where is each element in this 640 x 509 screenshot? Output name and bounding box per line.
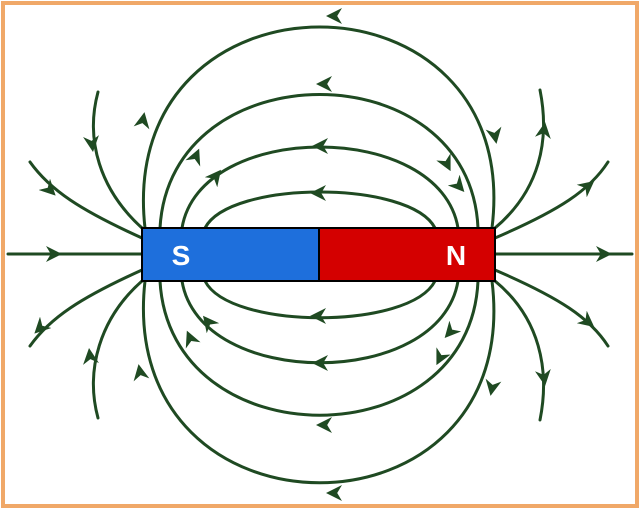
south-pole [141,227,320,282]
field-line-right-lower-2 [493,279,546,422]
field-line-right-lower-1 [493,268,610,348]
bar-magnet: S N [141,227,496,282]
field-line-upper-4 [141,25,496,230]
field-line-left-lower-1 [28,268,144,348]
field-line-right-upper-2 [493,88,546,230]
north-pole [318,227,496,282]
field-line-right-upper-1 [493,160,610,240]
field-line-left-upper-1 [28,160,144,240]
field-line-lower-3 [158,279,480,417]
north-pole-label: N [446,240,466,271]
south-pole-label: S [172,240,191,271]
field-line-lower-4 [141,279,496,485]
field-lines [6,25,634,485]
field-line-left-upper-2 [91,90,144,230]
field-line-left-lower-2 [91,279,144,420]
field-line-upper-3 [158,93,480,230]
